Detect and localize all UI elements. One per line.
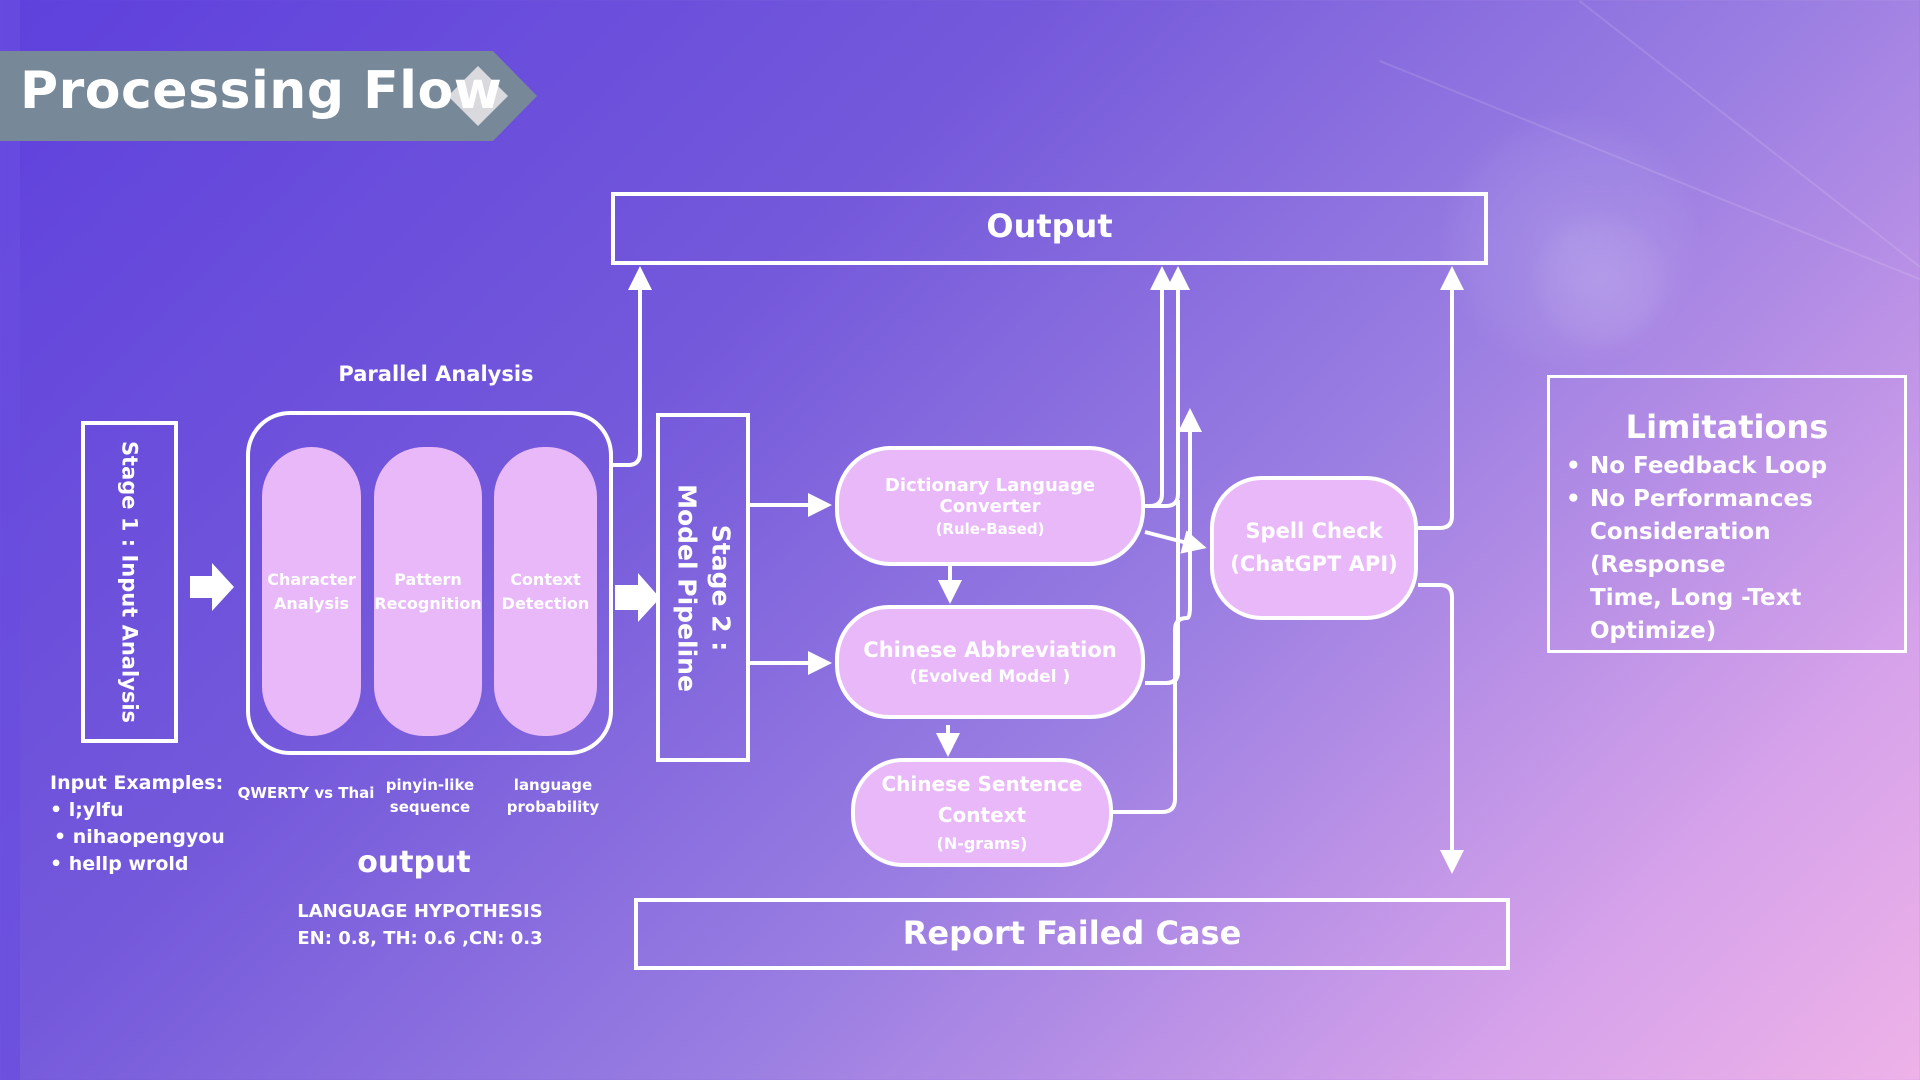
pill-label-line: Pattern (394, 569, 462, 589)
limitations-box: Limitations • No Feedback Loop • No Perf… (1547, 375, 1907, 653)
node-title: Chinese Abbreviation (863, 637, 1117, 662)
diamond-icon (448, 66, 508, 126)
parallel-analysis-heading: Parallel Analysis (338, 362, 534, 386)
node-chinese-sentence-context: Chinese Sentence Context (N-grams) (851, 758, 1113, 867)
stage2-label: Stage 2 : Model Pipeline (670, 417, 738, 760)
caption-pattern: pinyin-like sequence (360, 774, 500, 818)
title-banner-shape (0, 51, 537, 141)
title-banner: Processing Flow (0, 51, 537, 141)
node-spell-check: Spell Check (ChatGPT API) (1210, 476, 1418, 620)
node-subtitle: (Rule-Based) (935, 519, 1045, 538)
output-box: Output (611, 192, 1488, 265)
connector-abbreviation-to-output-2 (1145, 506, 1177, 683)
limitation-item: • No Feedback Loop (1562, 450, 1904, 483)
limitations-list: • No Feedback Loop • No Performances Con… (1562, 450, 1904, 648)
pill-label-line: Detection (501, 593, 590, 613)
node-dictionary-converter: Dictionary Language Converter (Rule-Base… (835, 446, 1145, 566)
limitation-line: Consideration (Response (1590, 519, 1771, 578)
connector-abbreviation-to-output (1145, 506, 1180, 685)
analysis-output-heading: output (357, 845, 471, 880)
arrow-stage1-to-parallel-icon (190, 563, 234, 611)
connector-dictionary-to-output (1145, 266, 1190, 508)
pill-label-line: Analysis (273, 593, 349, 613)
pill-label-line: Recognition (374, 593, 482, 613)
input-example-item: • hellp wrold (50, 853, 189, 875)
bullet-icon: • (1566, 453, 1581, 479)
connector-spellcheck-to-output (1418, 266, 1464, 530)
arrow-parallel-to-stage2-icon (615, 573, 660, 622)
left-edge-strip (0, 0, 20, 1080)
limitation-line: Time, Long -Text Optimize) (1590, 585, 1802, 644)
page-title: Processing Flow (20, 61, 503, 121)
input-examples-heading: Input Examples: (50, 772, 224, 794)
connector-dictionary-outer-to-output (1145, 266, 1174, 508)
background-glow (1530, 210, 1670, 350)
stage1-box: Stage 1 : Input Analysis (81, 421, 178, 743)
node-subtitle: (Evolved Model ) (909, 666, 1071, 687)
node-title: Dictionary Language Converter (884, 474, 1096, 517)
stage1-label: Stage 1 : Input Analysis (117, 440, 142, 724)
connector-abbr-to-output-line (1162, 278, 1165, 683)
limitation-line: No Feedback Loop (1590, 453, 1828, 479)
report-failed-case-box: Report Failed Case (634, 898, 1510, 970)
bullet-icon: • (1566, 486, 1581, 512)
stage2-box: Stage 2 : Model Pipeline (656, 413, 750, 762)
connector-abbr-vertical (1160, 520, 1180, 685)
caption-character: QWERTY vs Thai (237, 784, 375, 802)
stage2-label-line: Model Pipeline (672, 484, 702, 692)
caption-line: probability (506, 798, 600, 816)
caption-context: language probability (483, 774, 623, 818)
background-glow (1440, 110, 1700, 370)
node-title: Spell Check (1245, 519, 1383, 543)
connector-line-to-output-right (1145, 278, 1190, 506)
input-example-item: • nihaopengyou (54, 826, 225, 848)
caption-line: language (513, 776, 593, 794)
limitation-line: No Performances (1590, 486, 1813, 512)
language-hypothesis: LANGUAGE HYPOTHESIS EN: 0.8, TH: 0.6 ,CN… (270, 898, 570, 952)
connector-spellcheck-to-report (1418, 583, 1464, 874)
hypothesis-values: EN: 0.8, TH: 0.6 ,CN: 0.3 (297, 928, 543, 949)
parallel-analysis-container (246, 411, 613, 755)
node-subtitle: (ChatGPT API) (1230, 552, 1398, 576)
stage2-label-line: Stage 2 : (706, 524, 736, 652)
connector-parallel-to-output (612, 266, 652, 467)
connector-dictionary-second-up (1145, 495, 1178, 505)
node-title: Chinese Sentence (881, 771, 1083, 796)
pill-label-line: Context (510, 569, 581, 589)
hypothesis-title: LANGUAGE HYPOTHESIS (297, 901, 543, 922)
caption-line: pinyin-like (385, 776, 475, 794)
connector-dictionary-to-spellcheck (1144, 530, 1207, 554)
pill-label-line: Character (267, 569, 356, 589)
input-example-item: • l;ylfu (50, 799, 124, 821)
connector-abbreviation-up-to-output (1145, 670, 1180, 685)
limitation-item: • No Performances Consideration (Respons… (1562, 483, 1904, 648)
limitations-title: Limitations (1625, 408, 1829, 446)
node-title: Context (937, 802, 1027, 827)
input-examples: Input Examples: • l;ylfu • nihaopengyou … (50, 770, 225, 878)
output-box-label: Output (986, 207, 1113, 245)
node-subtitle: (N-grams) (936, 833, 1028, 853)
node-chinese-abbreviation: Chinese Abbreviation (Evolved Model ) (835, 605, 1145, 719)
report-failed-case-label: Report Failed Case (902, 914, 1242, 952)
caption-line: sequence (389, 798, 471, 816)
